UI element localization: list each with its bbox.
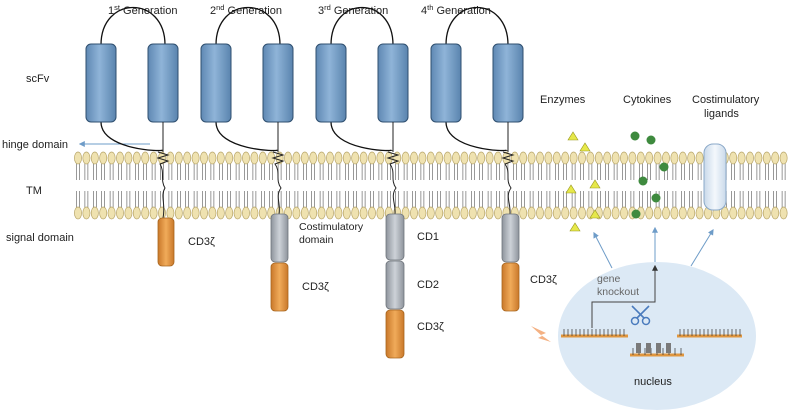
knockout-pathway-line [591,264,658,328]
scfv-heavy-chain [85,43,117,123]
cd3z-label: CD3ζ [530,274,557,286]
transmembrane-segment [156,151,170,219]
scfv-light-chain [262,43,294,123]
enzyme-triangle-icon [567,131,579,141]
transmembrane-segment [386,151,400,215]
enzyme-secretion-arrow [593,231,613,269]
cytokine-dot-icon [630,131,640,141]
costimulatory-domain-label-line1: Costimulatory [299,221,364,233]
scfv-hinge-linker [445,121,508,152]
scfv-heavy-chain [430,43,462,123]
dna-strands [561,329,742,357]
costimulatory-ligands-label-line2: ligands [704,108,739,120]
cd3z-domain [157,217,175,267]
scissors-icon [630,305,651,326]
transmembrane-segment [501,151,515,215]
hinge-domain-label: hinge domain [2,139,68,151]
car-generation-1: CD3ζ [85,7,215,267]
generation-4-title: 4th Generation [421,3,491,17]
generation-2-title: 2nd Generation [210,3,282,17]
scfv-light-chain [147,43,179,123]
scfv-linker [215,7,281,46]
costimulatory-ligands-label-line1: Costimulatory [692,94,760,106]
scfv-hinge-linker [215,121,279,152]
cd3z-domain [270,262,289,312]
cytokine-dot-icon [638,176,648,186]
cd2-label: CD2 [417,279,439,291]
generation-titles: 1st Generation 2nd Generation 3rd Genera… [108,3,491,17]
enzyme-triangle-icon [565,184,577,194]
cd3z-label: CD3ζ [302,281,329,293]
scfv-light-chain [492,43,524,123]
car-generation-3: CD1 CD2 CD3ζ [315,7,444,359]
scfv-label: scFv [26,73,50,85]
lightning-icon [531,326,551,342]
transmembrane-segment [271,151,285,215]
costimulatory-domain [501,213,520,263]
tm-label: TM [26,185,42,197]
ligand-expression-arrow [690,228,714,267]
nucleus-body [558,262,756,410]
gene-knockout-label-line2: knockout [597,286,639,298]
cytokines-label: Cytokines [623,94,672,106]
scfv-light-chain [377,43,409,123]
enzyme-molecules [565,131,601,232]
signal-domain-label: signal domain [6,232,74,244]
cd2-domain [385,260,405,310]
generation-1-title: 1st Generation [108,3,177,17]
cell-membrane-bilayer [74,151,788,220]
car-constructs: CD3ζ Costimulatory domain CD3ζ [85,7,557,359]
cytokine-dot-icon [631,209,641,219]
enzyme-triangle-icon [589,179,601,189]
cd3z-label: CD3ζ [188,236,215,248]
cytokine-dot-icon [646,135,656,145]
cytokine-molecules [630,131,669,219]
scfv-hinge-linker [100,121,164,152]
nucleus: nucleus gene knockout [558,262,756,410]
car-generation-2: Costimulatory domain CD3ζ [200,7,364,312]
scfv-linker [445,7,509,46]
cd3z-domain [385,309,405,359]
cd3z-label: CD3ζ [417,321,444,333]
nucleus-label: nucleus [634,376,672,388]
cd3z-domain [501,262,520,312]
enzyme-triangle-icon [579,142,591,152]
scfv-heavy-chain [315,43,347,123]
gene-knockout-label-line1: gene [597,273,621,285]
enzyme-triangle-icon [589,209,601,219]
cd1-domain [385,213,405,261]
car-generation-4: CD3ζ [430,7,557,312]
costimulatory-domain [270,213,289,263]
scfv-linker [100,7,166,46]
cytokine-dot-icon [659,162,669,172]
cytokine-dot-icon [651,193,661,203]
costimulatory-ligand-protein [703,143,727,211]
costimulatory-domain-label-line2: domain [299,234,334,246]
generation-3-title: 3rd Generation [318,3,388,17]
scfv-linker [330,7,394,46]
enzyme-triangle-icon [569,222,581,232]
scfv-hinge-linker [330,121,393,152]
enzymes-label: Enzymes [540,94,586,106]
scfv-heavy-chain [200,43,232,123]
cd1-label: CD1 [417,231,439,243]
